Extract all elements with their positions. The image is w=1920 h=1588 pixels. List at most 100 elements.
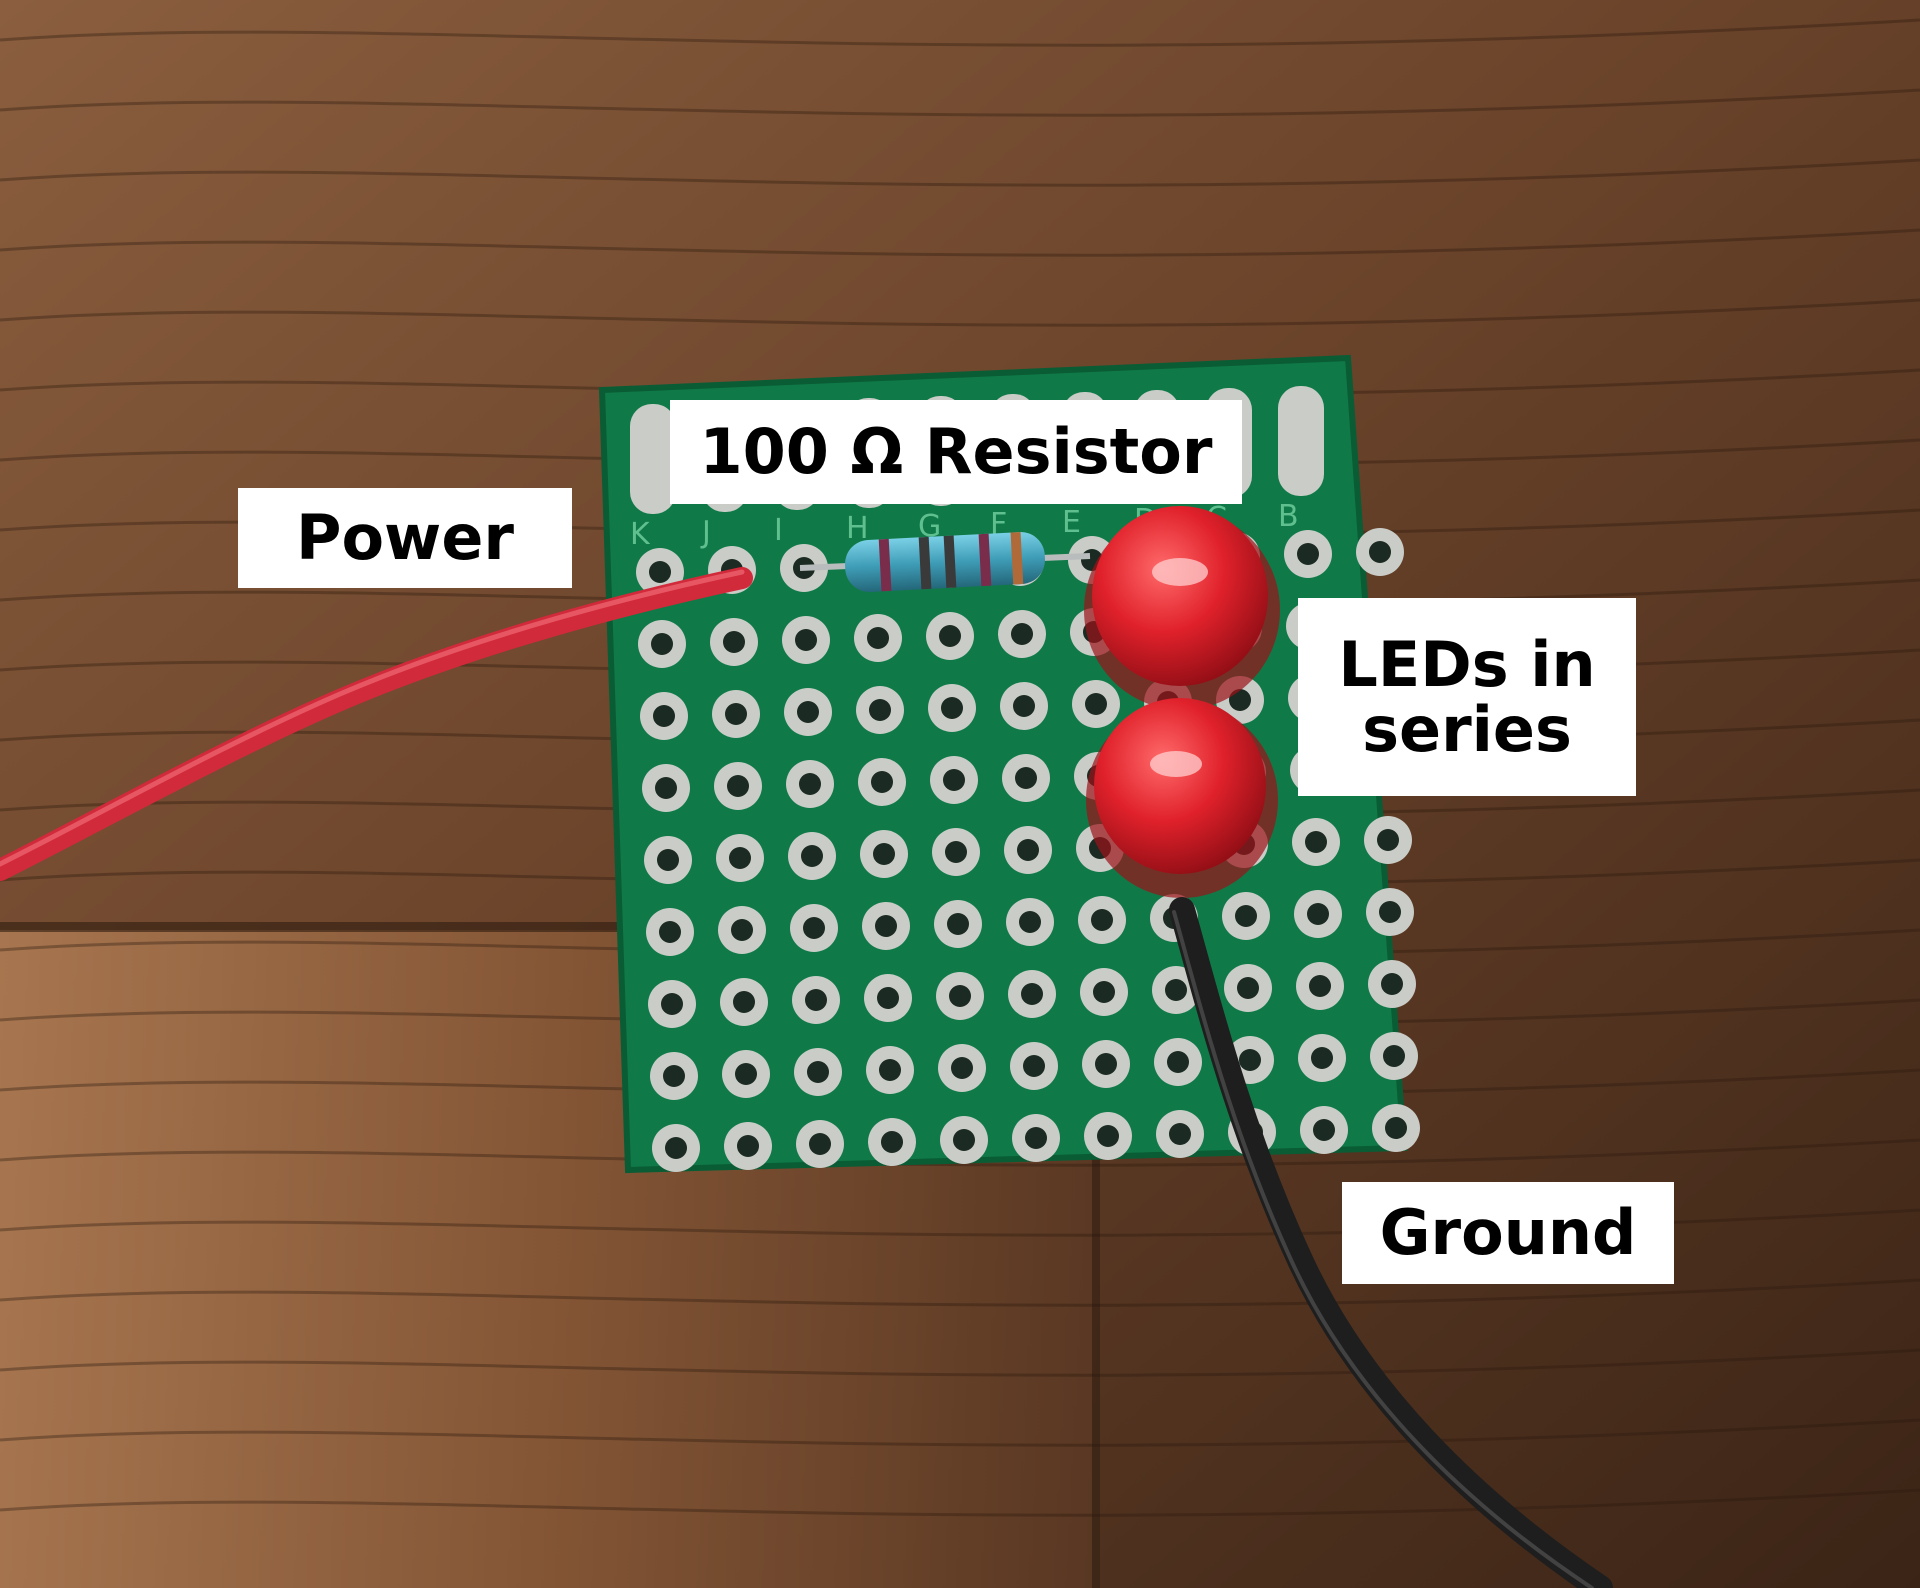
hole	[803, 917, 825, 939]
hole	[943, 769, 965, 791]
hole	[1239, 1049, 1261, 1071]
hole	[1097, 1125, 1119, 1147]
hole	[801, 845, 823, 867]
hole	[1235, 905, 1257, 927]
hole	[1165, 979, 1187, 1001]
hole	[805, 989, 827, 1011]
hole	[1385, 1117, 1407, 1139]
hole	[1095, 1053, 1117, 1075]
wood-plank-seam	[0, 922, 1100, 932]
silkscreen-letter: J	[700, 515, 711, 550]
hole	[725, 703, 747, 725]
hole	[1305, 831, 1327, 853]
hole	[663, 1065, 685, 1087]
wood-grain-line	[0, 298, 1920, 327]
hole	[727, 775, 749, 797]
power-wire-highlight	[0, 569, 745, 867]
ground-label: Ground	[1342, 1182, 1674, 1284]
hole	[1017, 839, 1039, 861]
hole	[731, 919, 753, 941]
silkscreen-letter: E	[1062, 505, 1081, 540]
hole	[797, 701, 819, 723]
hole	[809, 1133, 831, 1155]
silkscreen-letter: B	[1278, 499, 1299, 534]
hole	[947, 913, 969, 935]
hole	[729, 847, 751, 869]
wood-grain-line	[0, 228, 1920, 257]
led-bottom	[1086, 698, 1278, 898]
hole	[649, 561, 671, 583]
hole	[1167, 1051, 1189, 1073]
power-label: Power	[238, 488, 572, 588]
hole	[735, 1063, 757, 1085]
hole	[1091, 909, 1113, 931]
silkscreen-letter: H	[846, 511, 869, 546]
hole	[1013, 695, 1035, 717]
hole	[871, 771, 893, 793]
leds-label: LEDs in series	[1298, 598, 1636, 796]
hole	[1237, 977, 1259, 999]
hole	[651, 633, 673, 655]
hole	[807, 1061, 829, 1083]
strip-pad	[630, 404, 676, 514]
hole	[733, 991, 755, 1013]
hole	[951, 1057, 973, 1079]
hole	[1011, 623, 1033, 645]
hole	[665, 1137, 687, 1159]
strip-pad	[1278, 386, 1324, 496]
ground-wire-highlight	[1172, 910, 1594, 1588]
ground-wire	[1169, 897, 1613, 1588]
hole	[1015, 767, 1037, 789]
hole	[1313, 1119, 1335, 1141]
hole	[737, 1135, 759, 1157]
wood-grain-line	[0, 88, 1920, 117]
hole	[1023, 1055, 1045, 1077]
hole	[945, 841, 967, 863]
hole	[941, 697, 963, 719]
hole	[1019, 911, 1041, 933]
resistor	[799, 532, 1091, 592]
silkscreen-letter: K	[630, 517, 651, 552]
power-wire	[0, 567, 753, 881]
resistor-label: 100 Ω Resistor	[670, 400, 1242, 504]
hole	[879, 1059, 901, 1081]
hole	[873, 843, 895, 865]
hole	[723, 631, 745, 653]
silkscreen-letter: I	[774, 513, 783, 548]
wood-grain-line	[0, 158, 1920, 187]
silkscreen-letter: G	[918, 509, 941, 544]
hole	[1383, 1045, 1405, 1067]
hole	[939, 625, 961, 647]
wood-grain-line	[0, 1418, 1920, 1447]
hole	[1093, 981, 1115, 1003]
wood-plank-seam-vertical	[1092, 1150, 1100, 1588]
hole	[949, 985, 971, 1007]
hole	[1311, 1047, 1333, 1069]
hole	[1025, 1127, 1047, 1149]
hole	[1297, 543, 1319, 565]
hole	[661, 993, 683, 1015]
hole	[881, 1131, 903, 1153]
hole	[657, 849, 679, 871]
led-top	[1084, 506, 1280, 710]
wood-grain-line	[0, 1278, 1920, 1307]
hole	[1307, 903, 1329, 925]
wood-grain-line	[0, 18, 1920, 47]
hole	[1369, 541, 1391, 563]
hole	[1309, 975, 1331, 997]
hole	[1229, 689, 1251, 711]
hole	[1379, 901, 1401, 923]
hole	[1377, 829, 1399, 851]
hole	[953, 1129, 975, 1151]
hole	[659, 921, 681, 943]
hole	[655, 777, 677, 799]
hole	[877, 987, 899, 1009]
hole	[653, 705, 675, 727]
hole	[1021, 983, 1043, 1005]
wood-grain-line	[0, 1348, 1920, 1377]
hole	[869, 699, 891, 721]
hole	[795, 629, 817, 651]
hole	[1085, 693, 1107, 715]
